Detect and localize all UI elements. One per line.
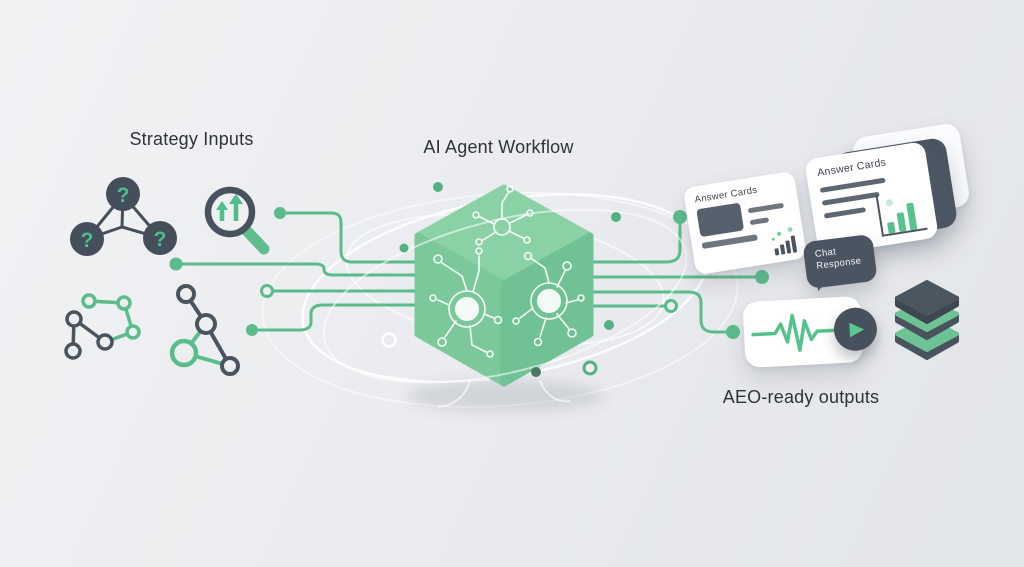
ai-cube-icon	[414, 184, 594, 387]
text-line	[749, 217, 770, 226]
aeo-ready-outputs-label: AEO-ready outputs	[722, 387, 880, 407]
chat-response-text: Chat Response	[814, 246, 862, 272]
text-line	[701, 234, 758, 249]
circuit-traces	[429, 185, 585, 408]
text-line	[819, 177, 886, 193]
answer-card-stack-title: Answer Cards	[816, 156, 887, 180]
bar-chart-icon	[875, 188, 928, 237]
question-mark-glyph: ?	[117, 184, 130, 207]
orbit-ring-front	[322, 208, 688, 384]
cube-shadow	[407, 380, 603, 412]
chat-response-bubble: Chat Response	[802, 233, 878, 290]
question-mark-glyph: ?	[81, 229, 94, 252]
sparkle-dot	[787, 226, 793, 233]
strategy-inputs-label: Strategy Inputs	[129, 129, 254, 149]
orbit-dots	[399, 182, 621, 377]
waveform-icon	[751, 313, 843, 352]
connector-endpoints-left	[169, 207, 286, 336]
connector-endpoints-right	[664, 210, 769, 339]
sparkle-dot	[776, 231, 782, 237]
node-graph-large-icon	[169, 284, 240, 376]
text-lines	[747, 196, 787, 229]
text-line	[747, 202, 785, 214]
bar-chart-icon	[773, 235, 798, 256]
magnifier-growth-icon	[204, 186, 270, 255]
text-line	[821, 191, 880, 206]
ai-agent-workflow-label: AI Agent Workflow	[423, 137, 574, 157]
node-graph-small-icon	[64, 293, 141, 360]
layers-stack-icon	[895, 280, 959, 360]
play-glyph: ▶	[849, 318, 865, 341]
question-mark-glyph: ?	[154, 228, 167, 251]
image-placeholder	[696, 202, 745, 238]
text-line	[823, 207, 867, 219]
answer-card: Answer Cards	[682, 170, 808, 276]
question-cluster-icon: ? ? ?	[70, 177, 177, 256]
audio-waveform-card: ▶	[742, 295, 879, 369]
